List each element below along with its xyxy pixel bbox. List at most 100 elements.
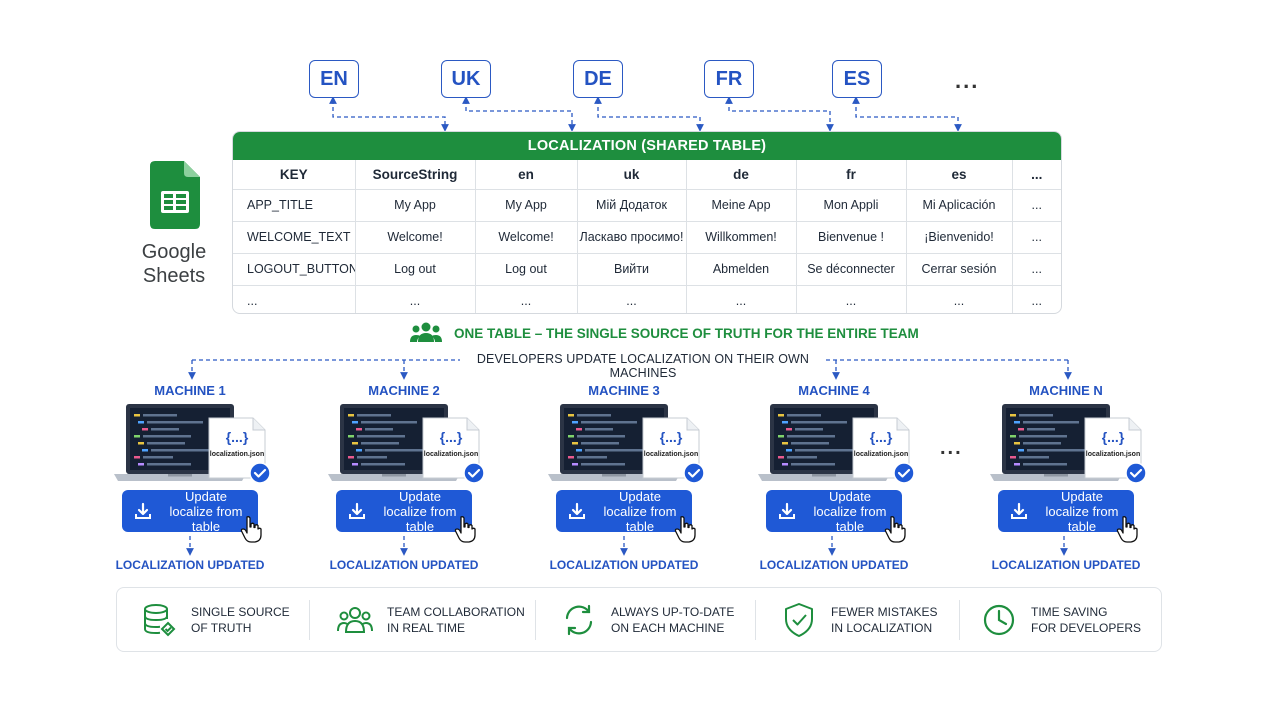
localization-updated-label: LOCALIZATION UPDATED — [115, 558, 265, 572]
json-glyph: {...} — [225, 429, 249, 445]
localization-updated-label: LOCALIZATION UPDATED — [759, 558, 909, 572]
check-badge-icon — [683, 462, 705, 484]
download-icon — [779, 502, 795, 519]
machines-more: ... — [940, 437, 963, 459]
column-header: uk — [577, 160, 687, 190]
table-cell: Welcome! — [475, 221, 578, 254]
table-cell: ... — [475, 285, 578, 313]
table-cell: Log out — [475, 253, 578, 286]
table-cell: Ласкаво просимо! — [577, 221, 687, 254]
table-cell: My App — [355, 189, 476, 222]
team-icon — [410, 322, 442, 342]
update-localize-button[interactable]: Update localize from table — [998, 488, 1134, 534]
table-cell: ... — [686, 285, 797, 313]
key-cell: APP_TITLE — [233, 189, 356, 222]
file-name: localization.json — [423, 451, 479, 458]
benefit-title: FEWER MISTAKES — [831, 604, 938, 619]
json-glyph: {...} — [659, 429, 683, 445]
column-header: en — [475, 160, 578, 190]
hand-cursor-icon — [240, 515, 262, 543]
check-badge-icon — [1125, 462, 1147, 484]
check-badge-icon — [249, 462, 271, 484]
json-file-card: {...}localization.json — [852, 417, 910, 479]
hand-cursor-icon — [454, 515, 476, 543]
update-localize-button[interactable]: Update localize from table — [766, 489, 902, 534]
google-sheets-label: Google Sheets — [134, 240, 214, 288]
divider — [535, 600, 536, 640]
update-localize-button[interactable]: Update localize from table — [336, 489, 472, 534]
lang-box-de: DE — [573, 60, 623, 98]
divider — [755, 600, 756, 640]
column-header: KEY — [233, 160, 356, 190]
machine-label: MACHINE 1 — [154, 383, 226, 398]
table-cell: ... — [1031, 293, 1042, 308]
hand-cursor-icon — [1116, 515, 1138, 543]
column-header: ... — [1012, 160, 1061, 190]
single-source-text: ONE TABLE – THE SINGLE SOURCE OF TRUTH F… — [454, 325, 919, 341]
database-check-icon — [144, 603, 176, 636]
languages-more: ... — [955, 68, 980, 93]
update-localize-button[interactable]: Update localize from table — [556, 488, 692, 534]
machine-label: MACHINE 3 — [588, 383, 660, 398]
benefit-team-collaboration: TEAM COLLABORATION IN REAL TIME — [337, 588, 525, 651]
json-file-card: {...}localization.json — [208, 417, 266, 479]
table-cell: ... — [1012, 253, 1061, 286]
download-icon — [135, 502, 151, 519]
table-row: ........................ — [233, 285, 1061, 313]
table-cell: Вийти — [577, 253, 687, 286]
file-name: localization.json — [643, 451, 699, 458]
table-cell: Meine App — [686, 189, 797, 222]
update-button-label: Update localize from table — [169, 488, 243, 534]
hand-cursor-icon — [884, 515, 906, 543]
benefit-sub: OF TRUTH — [191, 620, 252, 635]
table-cell: ¡Bienvenido! — [906, 221, 1013, 254]
table-cell: Mi Aplicación — [906, 189, 1013, 222]
file-name: localization.json — [1085, 451, 1141, 458]
benefit-title: SINGLE SOURCE — [191, 604, 290, 619]
divider — [309, 600, 310, 640]
json-glyph: {...} — [439, 429, 463, 445]
google-sheets-icon — [150, 161, 200, 229]
benefit-single-source: SINGLE SOURCE OF TRUTH — [141, 588, 290, 651]
table-cell: Cerrar sesión — [906, 253, 1013, 286]
json-file-card: {...} localization.json — [642, 417, 700, 479]
benefit-title: ALWAYS UP-TO-DATE — [611, 604, 735, 619]
benefit-fewer-mistakes: FEWER MISTAKES IN LOCALIZATION — [781, 588, 937, 651]
lang-box-uk: UK — [441, 60, 491, 98]
hand-cursor-icon — [674, 515, 696, 543]
json-file-card: {...} localization.json — [422, 417, 480, 479]
team-icon — [337, 606, 373, 633]
column-header: es — [906, 160, 1013, 190]
machine-label: MACHINE 4 — [798, 383, 870, 398]
table-cell: Welcome! — [355, 221, 476, 254]
table-cell: Mon Appli — [796, 189, 907, 222]
json-glyph: {...} — [869, 429, 893, 445]
update-localize-button[interactable]: Update localize from table — [122, 488, 258, 534]
sync-icon — [565, 604, 593, 635]
table-cell: ... — [1012, 189, 1061, 222]
divider — [959, 600, 960, 640]
lang-box-fr: FR — [704, 60, 754, 98]
table-cell: ... — [906, 285, 1013, 313]
table-cell: ... — [355, 285, 476, 313]
single-source-banner: ONE TABLE – THE SINGLE SOURCE OF TRUTH F… — [410, 322, 919, 344]
update-button-label: Update localize from table — [603, 488, 677, 534]
file-icon — [1084, 417, 1142, 479]
developers-text: DEVELOPERS UPDATE LOCALIZATION ON THEIR … — [462, 352, 824, 380]
json-glyph: {...} — [1101, 429, 1125, 445]
lang-box-es: ES — [832, 60, 882, 98]
benefit-sub: ON EACH MACHINE — [611, 620, 725, 635]
table-cell: My App — [475, 189, 578, 222]
google-sheets-line1: Google — [141, 241, 207, 263]
localization-updated-label: LOCALIZATION UPDATED — [991, 558, 1141, 572]
table-cell: ... — [1012, 221, 1061, 254]
localization-updated-label: LOCALIZATION UPDATED — [549, 558, 699, 572]
download-icon — [349, 502, 365, 519]
update-button-label: Update localize from table — [1045, 488, 1119, 534]
